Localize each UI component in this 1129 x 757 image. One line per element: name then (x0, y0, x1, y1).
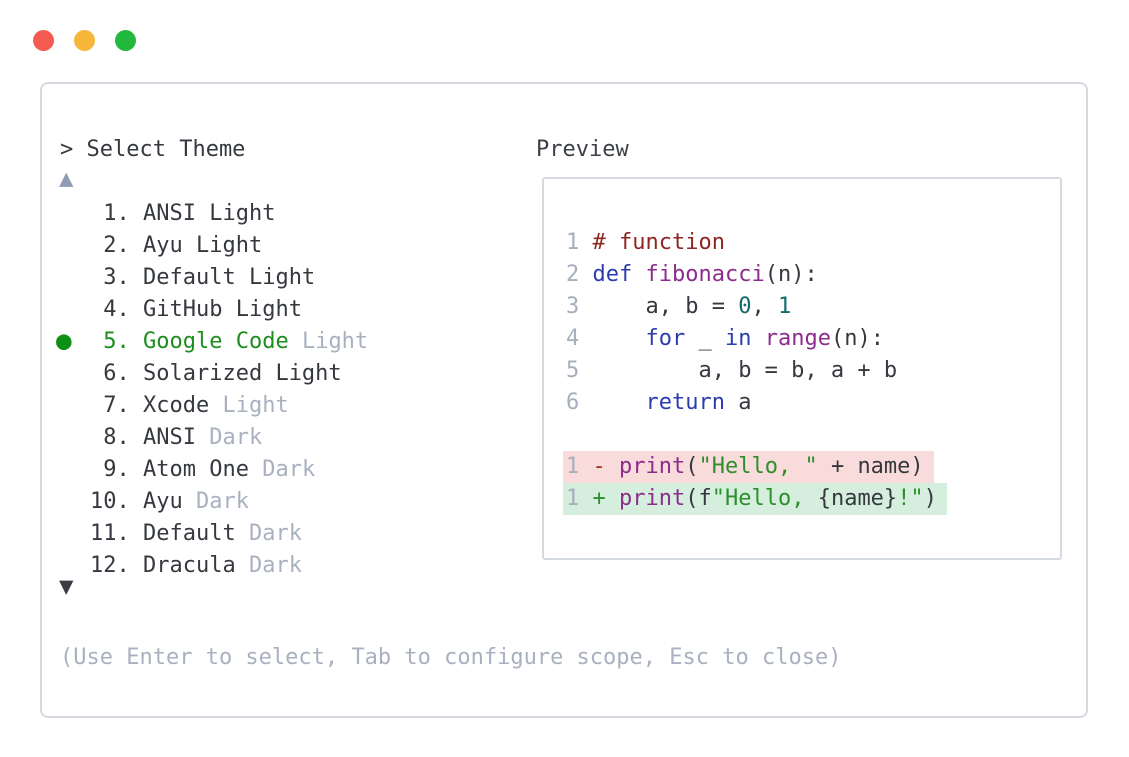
theme-item-name: ANSI (129, 425, 196, 450)
keyboard-hint: (Use Enter to select, Tab to configure s… (60, 645, 842, 670)
theme-item-suffix: Dark (235, 521, 302, 546)
theme-list-item[interactable]: 10. Ayu Dark (90, 486, 368, 518)
theme-item-suffix: Light (288, 329, 369, 354)
theme-item-number: 1. (90, 201, 130, 226)
code-line: 1 # function (566, 230, 725, 255)
window-close-button[interactable] (33, 30, 54, 51)
theme-item-name: Solarized Light (129, 361, 342, 386)
theme-item-number: 2. (90, 233, 130, 258)
scroll-down-icon: ▼ (59, 572, 74, 600)
theme-item-number: 9. (90, 457, 130, 482)
selected-bullet-icon: ● (56, 326, 72, 356)
code-line: 2 def fibonacci(n): (566, 262, 818, 287)
theme-list-item[interactable]: 4. GitHub Light (90, 294, 368, 326)
theme-item-name: GitHub Light (129, 297, 302, 322)
theme-item-name: Google Code (129, 329, 289, 354)
theme-picker-panel: > Select Theme Preview ▲ 1. ANSI Light 2… (40, 82, 1088, 718)
preview-code: 1 # function 2 def fibonacci(n): 3 a, b = … (544, 179, 1060, 515)
theme-item-number: 6. (90, 361, 130, 386)
code-line: 4 for _ in range(n): (566, 326, 884, 351)
scroll-up-icon: ▲ (59, 164, 74, 192)
theme-item-name: Ayu (129, 489, 183, 514)
preview-pane: 1 # function 2 def fibonacci(n): 3 a, b = … (542, 177, 1062, 560)
theme-item-suffix: Dark (182, 489, 249, 514)
theme-item-number: 11. (90, 521, 130, 546)
theme-item-name: Atom One (129, 457, 249, 482)
theme-list-item[interactable]: 6. Solarized Light (90, 358, 368, 390)
theme-list-item[interactable]: 2. Ayu Light (90, 230, 368, 262)
theme-item-number: 10. (90, 489, 130, 514)
theme-item-number: 12. (90, 553, 130, 578)
theme-list: 1. ANSI Light 2. Ayu Light 3. Default Li… (56, 198, 369, 582)
theme-list-item[interactable]: ● 5. Google Code Light (56, 326, 369, 358)
code-line (566, 419, 1060, 451)
theme-list-item[interactable]: 11. Default Dark (90, 518, 368, 550)
code-line: 6 return a (566, 390, 752, 415)
theme-list-item[interactable]: 1. ANSI Light (90, 198, 368, 230)
theme-item-name: ANSI Light (129, 201, 276, 226)
select-theme-prompt: > Select Theme (60, 137, 246, 162)
theme-item-suffix: Dark (195, 425, 263, 450)
theme-item-name: Xcode (129, 393, 210, 418)
diff-line-removed: 1 - print("Hello, " + name) (563, 451, 1060, 483)
theme-list-item[interactable]: 8. ANSI Dark (90, 422, 368, 454)
preview-title: Preview (536, 137, 629, 162)
theme-item-name: Default Light (129, 265, 316, 290)
theme-list-item[interactable]: 9. Atom One Dark (90, 454, 368, 486)
code-line: 5 a, b = b, a + b (566, 358, 898, 383)
diff-line-added: 1 + print(f"Hello, {name}!") (563, 483, 1060, 515)
window-zoom-button[interactable] (115, 30, 136, 51)
window-controls (33, 30, 136, 51)
theme-item-number: 8. (90, 425, 130, 450)
theme-item-name: Ayu Light (129, 233, 263, 258)
theme-list-item[interactable]: 3. Default Light (90, 262, 368, 294)
theme-item-number: 7. (90, 393, 130, 418)
theme-item-suffix: Dark (248, 457, 316, 482)
theme-item-number: 3. (90, 265, 130, 290)
theme-item-suffix: Light (209, 393, 289, 418)
theme-item-number: 4. (90, 297, 130, 322)
theme-item-suffix: Dark (235, 553, 302, 578)
theme-item-name: Default (129, 521, 236, 546)
theme-list-item[interactable]: 7. Xcode Light (90, 390, 368, 422)
theme-item-name: Dracula (129, 553, 236, 578)
theme-list-item[interactable]: 12. Dracula Dark (90, 550, 368, 582)
theme-item-number: 5. (90, 329, 130, 354)
window-minimize-button[interactable] (74, 30, 95, 51)
code-line: 3 a, b = 0, 1 (566, 294, 792, 319)
